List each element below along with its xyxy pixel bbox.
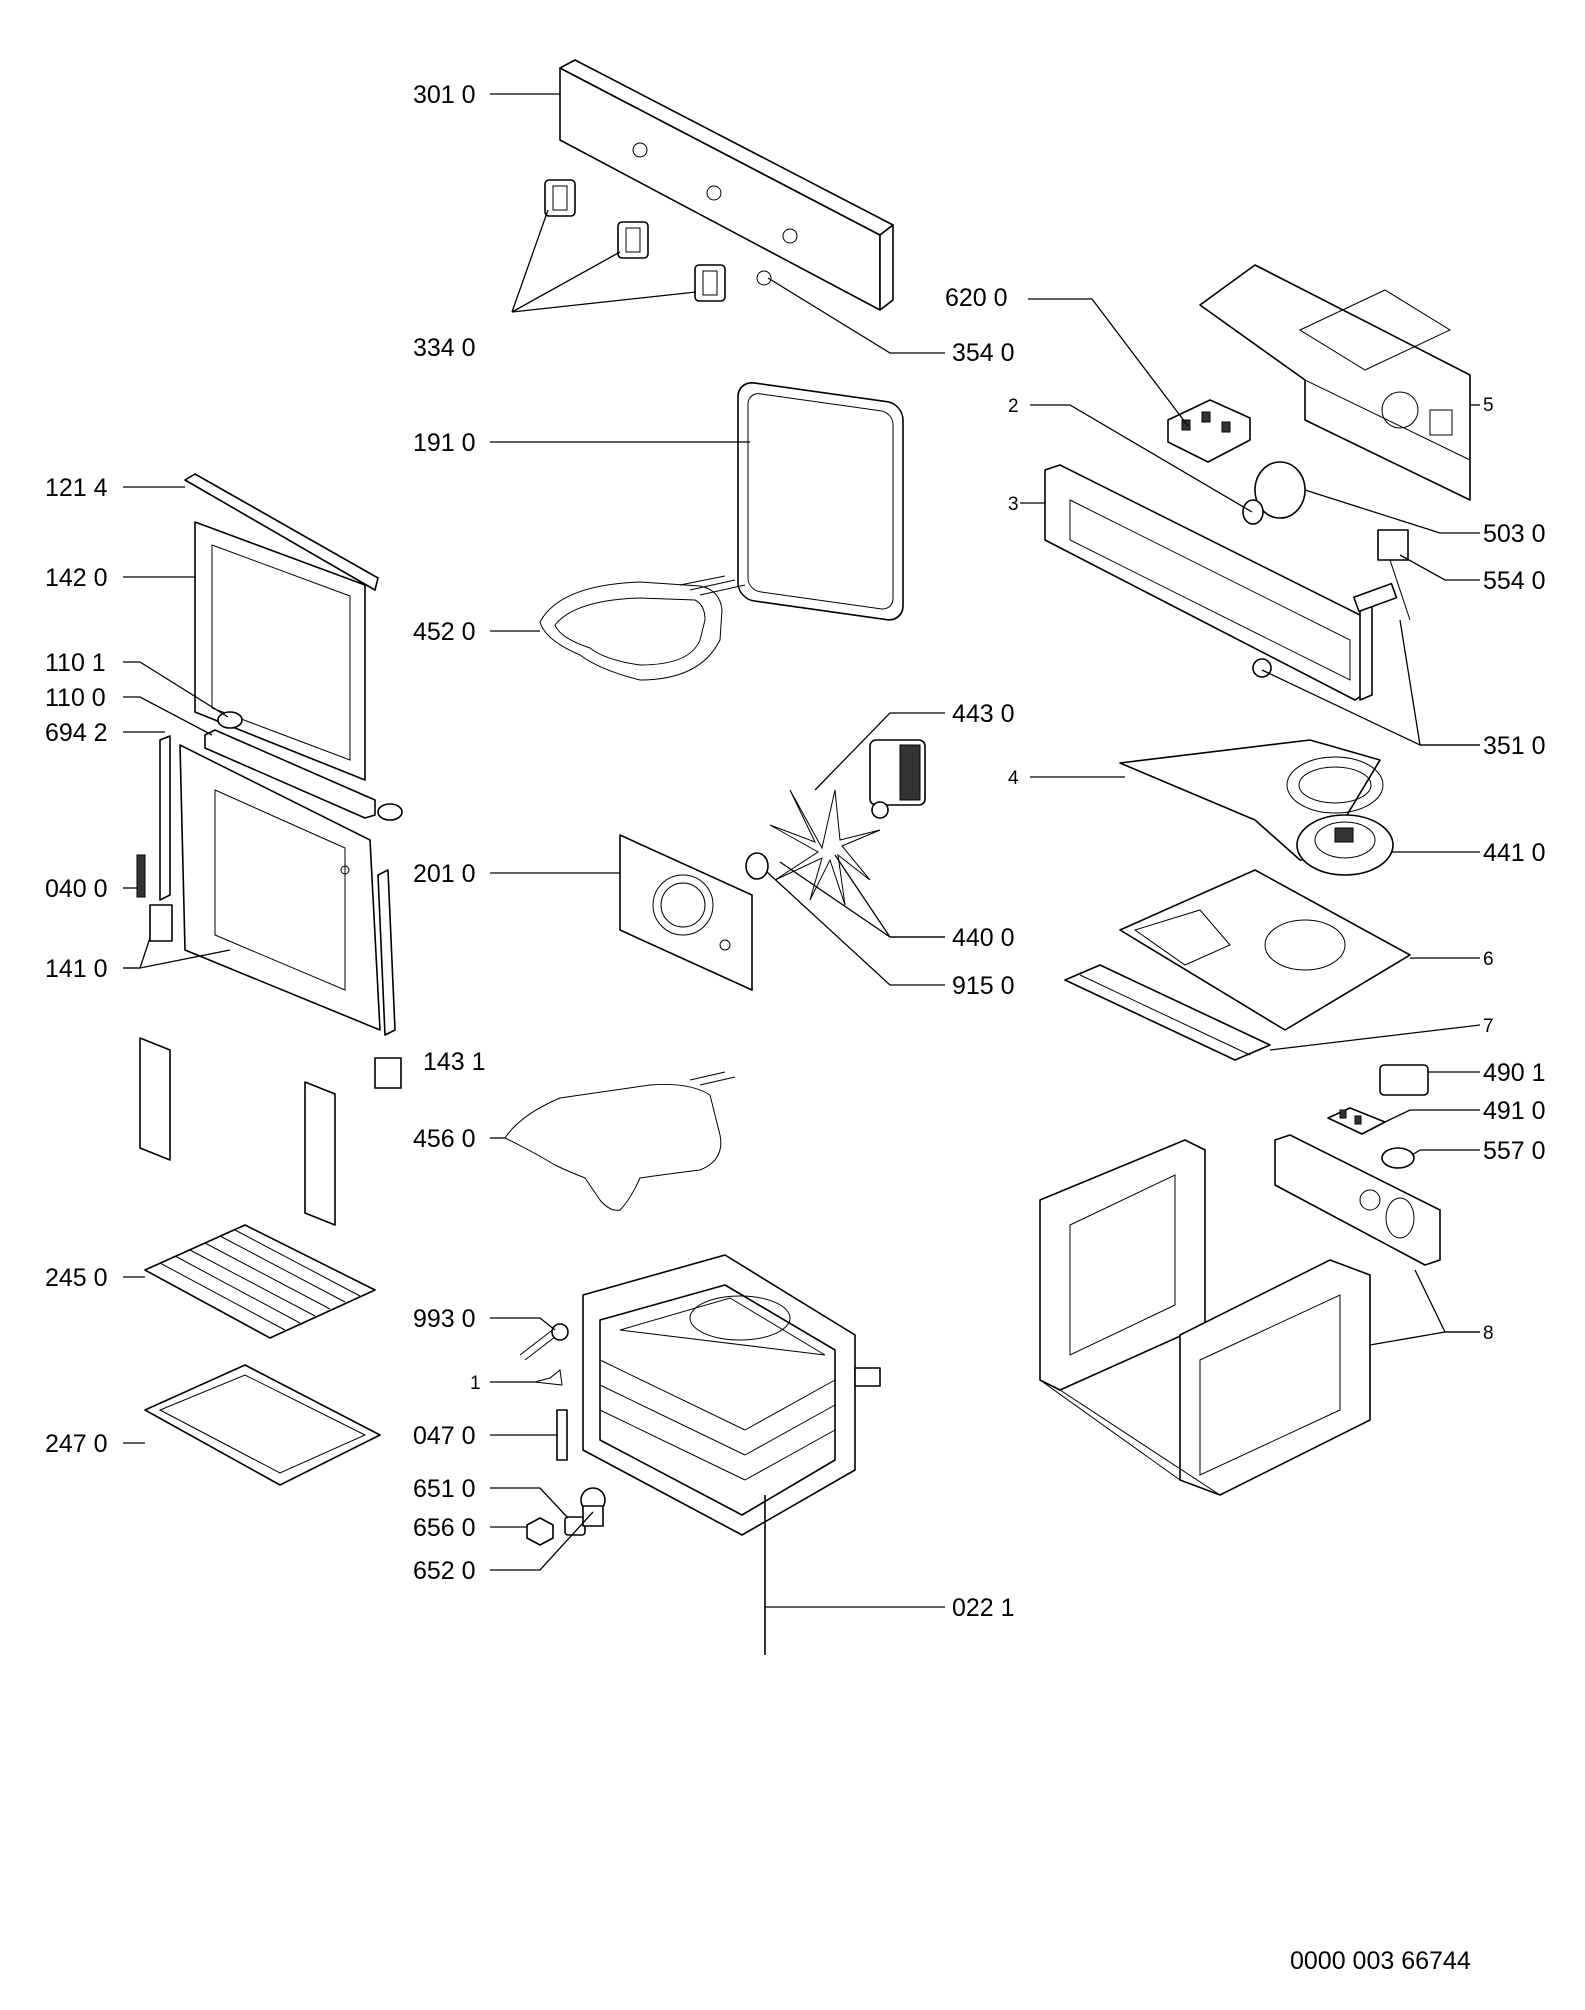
label-656: 656 0 [413, 1514, 476, 1542]
part-cabinet-frame [1039, 1134, 1441, 1496]
part-switch-parts [1327, 1064, 1429, 1169]
part-air-deflector [1064, 964, 1271, 1061]
footer-code: 0000 003 66744 [1290, 1947, 1471, 1975]
label-040: 040 0 [45, 875, 108, 903]
label-915: 915 0 [952, 972, 1015, 1000]
label-301: 301 0 [413, 81, 476, 109]
label-993: 993 0 [413, 1305, 476, 1333]
label-557: 557 0 [1483, 1137, 1546, 1165]
label-503: 503 0 [1483, 520, 1546, 548]
part-outer-door [179, 744, 381, 1031]
label-491: 491 0 [1483, 1097, 1546, 1125]
label-2: 2 [1008, 396, 1019, 417]
label-7: 7 [1483, 1016, 1494, 1037]
label-5: 5 [1483, 395, 1494, 416]
label-694: 694 2 [45, 719, 108, 747]
part-knobs [544, 179, 726, 302]
label-022: 022 1 [952, 1594, 1015, 1622]
label-351: 351 0 [1483, 732, 1546, 760]
part-bottom-plate [1119, 869, 1411, 1031]
label-142: 142 0 [45, 564, 108, 592]
label-110-1: 110 1 [45, 649, 106, 677]
part-door-handle [204, 711, 403, 821]
label-440: 440 0 [952, 924, 1015, 952]
label-247: 247 0 [45, 1430, 108, 1458]
label-6: 6 [1483, 949, 1494, 970]
part-fan-cover [619, 834, 753, 991]
label-554: 554 0 [1483, 567, 1546, 595]
label-141: 141 0 [45, 955, 108, 983]
label-047: 047 0 [413, 1422, 476, 1450]
label-245: 245 0 [45, 1264, 108, 1292]
label-8: 8 [1483, 1323, 1494, 1344]
part-control-panel [559, 59, 894, 311]
part-door-seal [737, 382, 904, 621]
label-110-0: 110 0 [45, 684, 106, 712]
label-620: 620 0 [945, 284, 1008, 312]
label-201: 201 0 [413, 860, 476, 888]
label-456: 456 0 [413, 1125, 476, 1153]
part-door-top-strip [184, 473, 379, 591]
label-334: 334 0 [413, 334, 476, 362]
part-cooling-fan [1296, 814, 1394, 876]
part-fan-motor [745, 739, 926, 906]
part-lower-element [504, 1071, 736, 1211]
part-selector-switch [1167, 399, 1251, 463]
part-wire-shelf [144, 1224, 376, 1339]
label-3: 3 [1008, 494, 1019, 515]
part-grill-element [539, 575, 746, 681]
leader-lines [123, 93, 1481, 1608]
label-1: 1 [470, 1373, 481, 1394]
label-652: 652 0 [413, 1557, 476, 1585]
part-front-frame [1044, 464, 1398, 701]
label-443: 443 0 [952, 700, 1015, 728]
label-651: 651 0 [413, 1475, 476, 1503]
part-door-hinge-rails [136, 735, 402, 1089]
label-143: 143 1 [423, 1048, 486, 1076]
label-4: 4 [1008, 768, 1019, 789]
part-number-labels: 301 0 334 0 354 0 620 0 2 5 3 503 0 554 … [45, 81, 1546, 1622]
label-191: 191 0 [413, 429, 476, 457]
label-490: 490 1 [1483, 1059, 1546, 1087]
part-rear-cover [1199, 264, 1471, 501]
label-452: 452 0 [413, 618, 476, 646]
label-121: 121 4 [45, 474, 108, 502]
part-timer-thermostat [1242, 461, 1411, 621]
part-oven-cavity [582, 1254, 881, 1536]
part-baking-tray [144, 1364, 381, 1486]
part-door-strips [139, 1037, 336, 1226]
label-354: 354 0 [952, 339, 1015, 367]
label-441: 441 0 [1483, 839, 1546, 867]
